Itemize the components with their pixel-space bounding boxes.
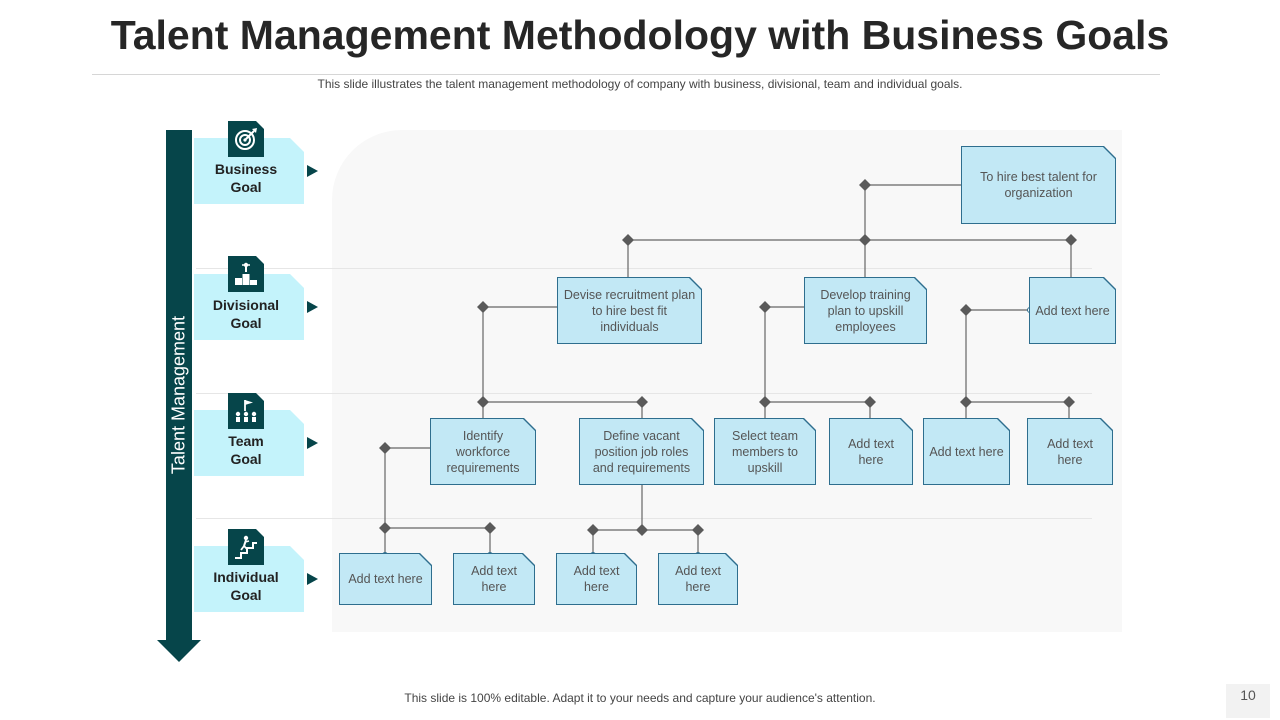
level-label-line2: Goal <box>230 179 262 195</box>
target-icon <box>228 121 264 157</box>
level-separator <box>196 393 1092 394</box>
node-training-plan-border <box>804 277 927 344</box>
node-individual-add-text: Add text here <box>348 572 423 586</box>
node-business-goal: To hire best talent for organization <box>980 170 1097 200</box>
level-pointer <box>307 301 318 313</box>
slide-subtitle: This slide illustrates the talent manage… <box>317 77 963 91</box>
level-separator <box>196 268 1092 269</box>
climb-stairs-icon <box>228 529 264 565</box>
level-pointer <box>307 437 318 449</box>
level-separator <box>196 518 1092 519</box>
node-business-goal-border <box>961 146 1116 224</box>
team-flag-icon <box>228 393 264 429</box>
level-label-line1: Business <box>214 161 278 177</box>
level-pointer <box>307 573 318 585</box>
level-label-line2: Goal <box>230 587 262 603</box>
node-team-add-text: Add text here <box>848 436 894 467</box>
node-identify-workforce-border <box>430 418 536 485</box>
title-divider <box>92 74 1160 75</box>
node-recruitment-plan: Devise recruitment plan to hire best fit… <box>563 287 696 334</box>
level-label-line2: Goal <box>230 451 262 467</box>
node-team-add-text-border <box>1027 418 1113 485</box>
arrow-head <box>157 640 201 662</box>
node-training-plan: Develop training plan to upskill employe… <box>820 287 911 334</box>
node-individual-add-text-border <box>556 553 637 605</box>
node-divisional-add-text-border <box>1029 277 1116 344</box>
level-label-line2: Goal <box>230 315 262 331</box>
node-individual-add-text: Add text here <box>675 564 721 594</box>
node-team-add-text-border <box>829 418 913 485</box>
node-individual-add-text: Add text here <box>573 564 620 594</box>
node-select-team-members: Select team members to upskill <box>731 428 798 475</box>
node-team-add-text: Add text here <box>1047 436 1093 467</box>
level-pointer <box>307 165 318 177</box>
node-define-vacant-position-border <box>579 418 704 485</box>
node-individual-add-text-border <box>658 553 738 605</box>
node-identify-workforce: Identify workforce requirements <box>446 428 520 475</box>
node-individual-add-text-border <box>339 553 432 605</box>
node-recruitment-plan-border <box>557 277 702 344</box>
slide-footer: This slide is 100% editable. Adapt it to… <box>404 691 876 705</box>
page-number: 10 <box>1226 684 1270 718</box>
level-label-line1: Team <box>228 433 264 449</box>
node-individual-add-text-border <box>453 553 535 605</box>
talent-management-arrow <box>166 130 192 642</box>
node-team-add-text: Add text here <box>929 444 1004 459</box>
node-team-add-text-border <box>923 418 1010 485</box>
level-label-line1: Individual <box>213 569 279 585</box>
node-select-team-members-border <box>714 418 816 485</box>
slide-title: Talent Management Methodology with Busin… <box>110 12 1170 58</box>
level-label-line1: Divisional <box>212 297 280 313</box>
node-individual-add-text: Add text here <box>471 564 517 594</box>
node-divisional-add-text: Add text here <box>1035 303 1110 318</box>
podium-icon <box>228 256 264 292</box>
node-define-vacant-position: Define vacant position job roles and req… <box>592 428 691 475</box>
